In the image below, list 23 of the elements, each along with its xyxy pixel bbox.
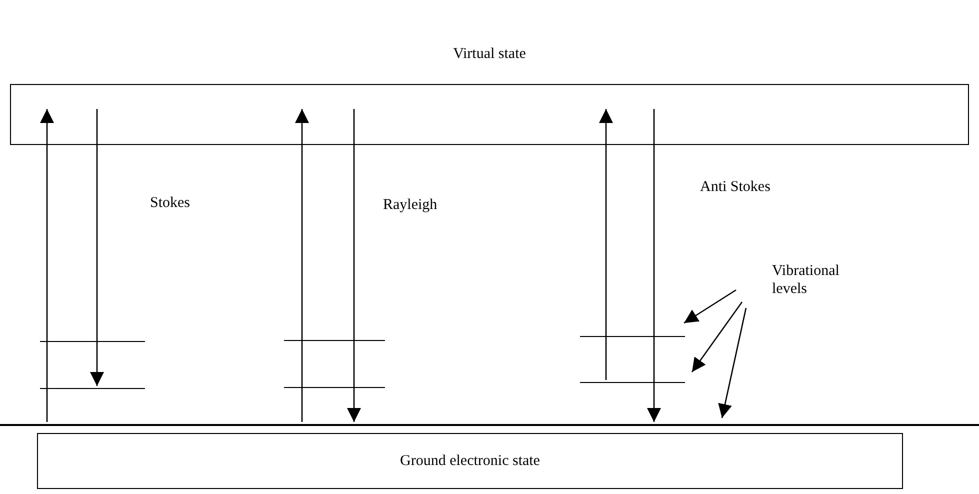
- transition-arrow: [40, 109, 54, 422]
- leader-line: [691, 302, 743, 372]
- leader-line: [718, 308, 747, 418]
- energy-level-line: [40, 341, 145, 342]
- transition-arrow: [599, 109, 613, 380]
- process-label: Anti Stokes: [700, 178, 770, 196]
- transition-arrow: [295, 109, 309, 422]
- energy-level-line: [284, 387, 385, 388]
- energy-level-line: [580, 336, 685, 337]
- process-label: Rayleigh: [383, 196, 438, 214]
- process-label: Stokes: [150, 194, 190, 212]
- state-label: Ground electronic state: [400, 452, 540, 470]
- callout-text: Vibrational levels: [772, 262, 840, 298]
- transition-arrow: [347, 109, 361, 422]
- state-heading: Virtual state: [453, 45, 526, 63]
- transition-arrow: [647, 109, 661, 422]
- energy-level-line: [40, 388, 145, 389]
- energy-level-line: [0, 424, 979, 426]
- energy-level-line: [284, 340, 385, 341]
- state-box: [37, 433, 903, 489]
- transition-arrow: [90, 109, 104, 386]
- leader-line: [684, 289, 736, 324]
- energy-level-line: [580, 382, 685, 383]
